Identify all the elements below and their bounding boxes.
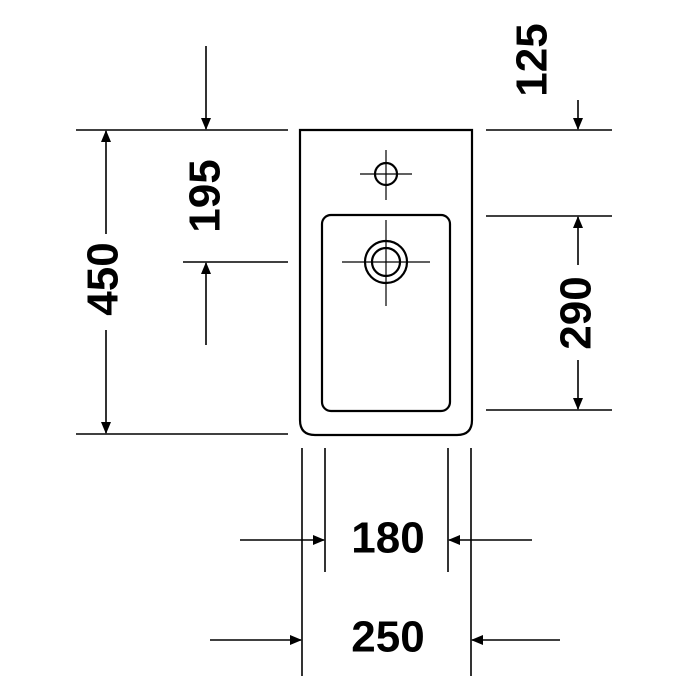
bowl-outline bbox=[320, 213, 452, 413]
dim-label-290: 290 bbox=[552, 276, 601, 349]
basin-body bbox=[298, 128, 474, 437]
dim-label-195: 195 bbox=[181, 159, 230, 232]
tap-hole bbox=[360, 150, 412, 200]
dim-label-250: 250 bbox=[351, 613, 424, 662]
dimension-lines bbox=[101, 46, 583, 645]
basin-outline bbox=[298, 128, 474, 437]
dimension-labels: 450 195 125 290 180 250 bbox=[79, 23, 601, 661]
dim-label-450: 450 bbox=[79, 242, 128, 315]
extension-lines bbox=[76, 129, 612, 676]
dim-label-180: 180 bbox=[351, 514, 424, 563]
dim-label-125: 125 bbox=[508, 23, 557, 96]
drain-hole bbox=[342, 220, 430, 306]
